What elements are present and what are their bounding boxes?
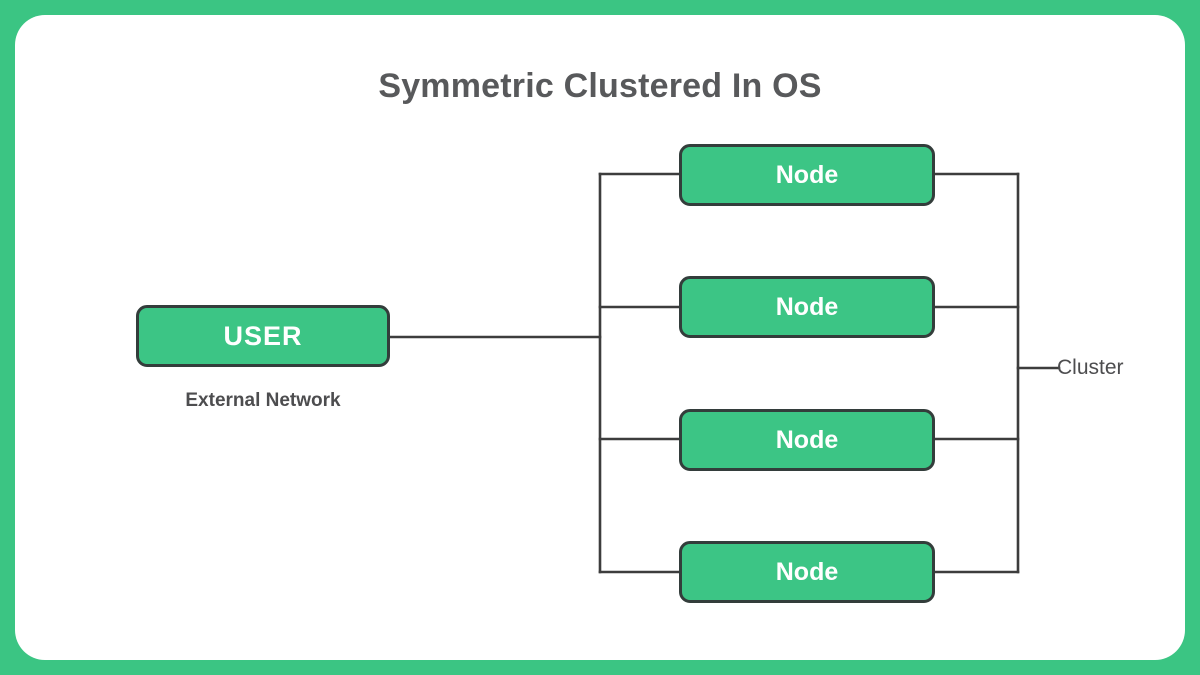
page-title: Symmetric Clustered In OS	[378, 67, 822, 105]
node-box-label: Node	[775, 160, 839, 189]
external-network-label: External Network	[185, 390, 341, 411]
node-box[interactable]: Node	[679, 144, 935, 206]
connector-lines	[389, 172, 1061, 574]
node-box-label: Node	[775, 557, 839, 586]
user-box-label: USER	[223, 320, 303, 351]
cluster-label: Cluster	[1057, 356, 1124, 379]
node-box-label: Node	[775, 292, 839, 321]
diagram-card: Symmetric Clustered In OS	[15, 15, 1185, 660]
node-box[interactable]: Node	[679, 409, 935, 471]
node-box[interactable]: Node	[679, 541, 935, 603]
user-box[interactable]: USER	[136, 305, 390, 367]
node-box[interactable]: Node	[679, 276, 935, 338]
node-box-label: Node	[775, 425, 839, 454]
